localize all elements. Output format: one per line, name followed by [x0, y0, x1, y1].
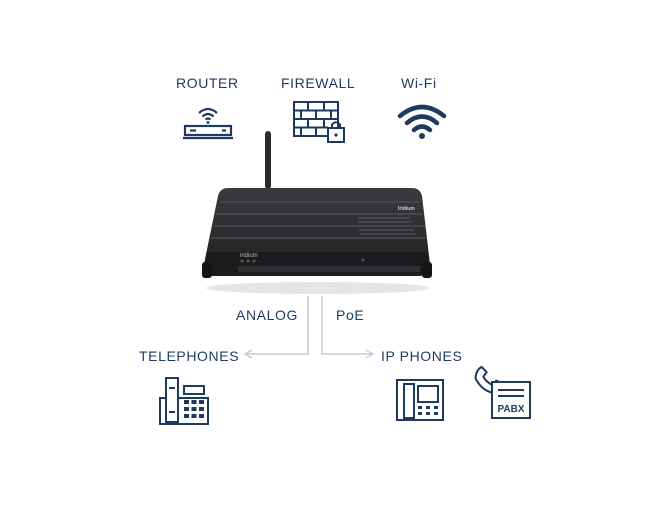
wifi-label: Wi-Fi	[401, 75, 437, 91]
iridium-device-image: iridium Iridium	[198, 128, 438, 298]
router-label: ROUTER	[176, 75, 239, 91]
firewall-label: FIREWALL	[281, 75, 356, 91]
ip-phones-label: IP PHONES	[381, 348, 463, 364]
device-front-brand: iridium	[240, 253, 258, 259]
pabx-text: PABX	[497, 404, 524, 415]
router-icon	[182, 104, 234, 140]
pabx-icon: PABX	[472, 362, 536, 426]
analog-label: ANALOG	[236, 307, 298, 323]
poe-label: PoE	[336, 307, 365, 323]
device-top-brand: Iridium	[398, 206, 415, 212]
ip-phone-icon	[396, 378, 450, 424]
telephone-icon	[158, 376, 212, 426]
telephones-label: TELEPHONES	[139, 348, 240, 364]
firewall-icon	[292, 100, 348, 146]
wifi-icon	[396, 104, 448, 140]
connector-lines	[240, 296, 380, 360]
